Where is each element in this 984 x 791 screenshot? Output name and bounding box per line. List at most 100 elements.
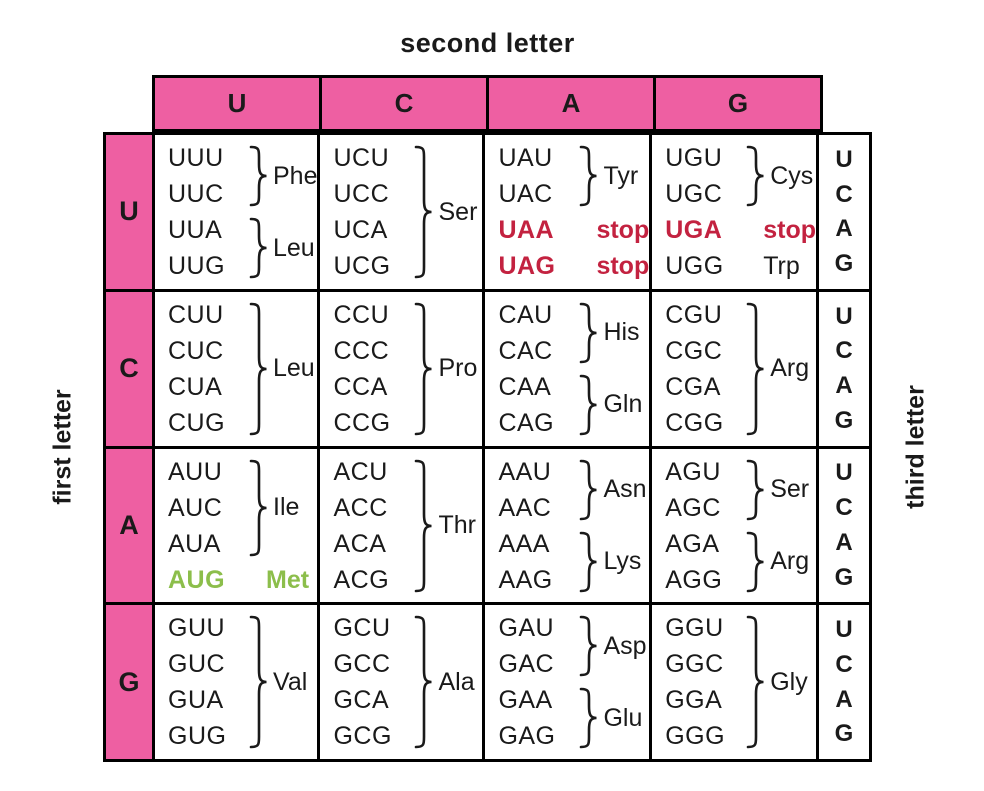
amino-acid-label: Phe [273,161,318,190]
third-letter-text: C [835,180,853,208]
first-letter-text: G [118,666,140,697]
codon-text: CAA [498,372,552,401]
codon-text: AUU [168,457,223,486]
codon-list: GAA GAG [498,682,576,754]
codon-text: CGG [665,408,724,437]
codon-text: GGA [665,686,723,715]
codon-text: AUA [168,529,221,558]
brace-icon [249,217,267,279]
brace-icon [580,145,598,207]
first-letter-cell-U: U [106,135,152,289]
codon-text: CAU [498,300,553,329]
brace-icon [415,302,433,436]
codon-text: GAG [498,722,556,751]
codon-text: UGG [665,252,724,280]
codon-text: CGU [665,300,723,329]
codon-text: UUA [168,216,223,244]
brace-icon [580,531,598,592]
codon-text: UGU [665,144,723,172]
amino-acid-label: Leu [273,233,315,262]
codon-text: CUC [168,336,224,365]
amino-acid-label: Ile [273,493,300,521]
brace-icon [746,459,764,520]
amino-acid-label: Arg [770,354,810,383]
first-letter-label: first letter [48,389,77,505]
first-letter-text: C [119,353,139,384]
codon-text: GCC [333,650,391,679]
header-letter: A [561,88,581,118]
brace-icon [580,615,598,677]
header-cell-A: A [489,78,653,129]
brace-icon [249,459,267,556]
third-letter-text: G [834,250,854,277]
codon-text: ACC [333,493,388,522]
brace-icon [415,459,433,592]
amino-acid-label: Asp [603,631,647,660]
codon-text: UCA [333,216,388,244]
codon-text: AUC [168,493,223,522]
brace-icon [580,302,598,364]
third-letter-text: A [835,215,853,243]
amino-acid-label: Ser [770,475,810,503]
third-letter-text: G [834,563,854,591]
codon-text: AAA [498,529,550,558]
codon-list: GCU GCC GCA GCG [333,610,411,754]
codon-list: AUU AUC AUA [168,454,246,562]
third-letter-text: G [834,720,854,748]
amino-acid-label: stop [596,216,650,244]
brace-icon [580,687,598,749]
codon-text: GCA [333,686,390,715]
amino-acid-label: Asn [603,475,647,503]
codon-text: ACG [333,565,390,594]
codon-text: CUG [168,408,226,437]
brace-icon [249,145,267,207]
third-letter-text: G [834,406,854,434]
codon-text: GAA [498,686,553,715]
codon-text: GUC [168,650,226,679]
amino-acid-label: Ser [438,197,478,226]
codon-text: GGC [665,650,724,679]
amino-acid-label: His [603,318,640,347]
amino-acid-label: Met [266,565,310,594]
first-letter-cell-A: A [106,448,152,603]
first-letter-text: U [119,196,139,227]
codon-text: GCU [333,614,391,643]
brace-icon [580,374,598,436]
brace-icon [415,145,433,279]
codon-text: UAG [498,252,556,280]
third-letter-text: U [835,459,853,487]
codon-text: UAU [498,144,553,172]
codon-text: GCG [333,722,392,751]
amino-acid-label: Tyr [603,161,639,190]
